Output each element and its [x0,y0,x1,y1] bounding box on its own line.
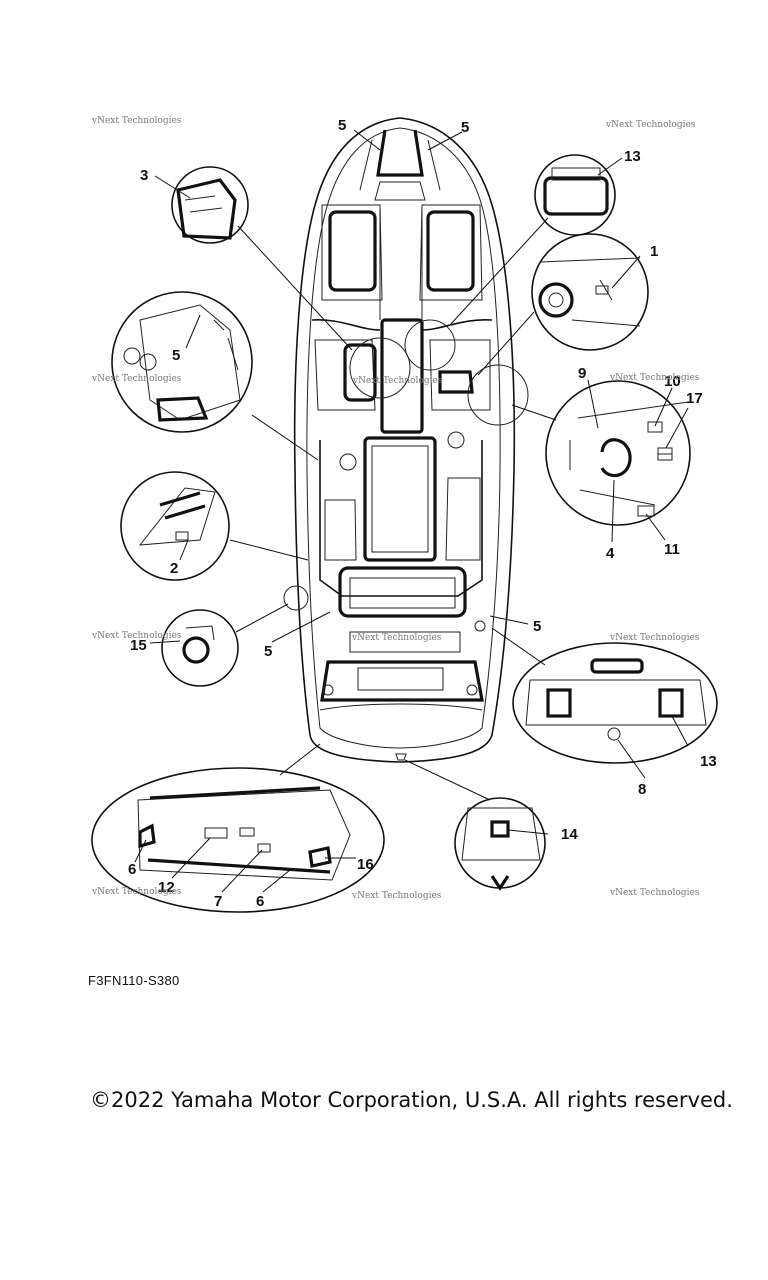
callout-6-right: 6 [256,893,264,910]
callout-5-rear-left: 5 [264,643,272,660]
callout-11: 11 [664,541,680,558]
boat-hull [283,117,529,763]
callout-8: 8 [638,781,646,798]
callouts: 1 2 3 4 5 5 5 5 5 6 6 7 8 9 10 11 12 13 … [128,117,717,910]
detail-view-4-9-10-11-17 [545,380,691,526]
callout-4: 4 [606,545,615,562]
callout-12: 12 [158,879,175,896]
callout-2: 2 [170,560,178,577]
callout-14: 14 [561,826,578,843]
callout-3: 3 [140,167,148,184]
callout-5-console: 5 [172,347,180,364]
detail-view-15 [161,609,239,687]
watermark: vNext Technologies [91,374,182,384]
callout-16: 16 [357,856,374,873]
callout-5-rear-right: 5 [533,618,541,635]
watermark: vNext Technologies [91,887,182,897]
watermark: vNext Technologies [91,631,182,641]
callout-17: 17 [686,390,703,407]
watermark: vNext Technologies [609,633,700,643]
callout-1: 1 [650,243,658,260]
detail-view-3 [171,166,249,244]
watermark: vNext Technologies [351,633,442,643]
detail-view-13-top [534,154,616,236]
detail-view-1 [531,233,649,351]
watermark: vNext Technologies [609,373,700,383]
watermark: vNext Technologies [351,891,442,901]
figure-code: F3FN110-S380 [88,973,180,988]
detail-view-2 [120,471,230,581]
watermarks: vNext Technologies vNext Technologies vN… [91,116,700,901]
watermark: vNext Technologies [609,888,700,898]
callout-13-rear: 13 [700,753,717,770]
watermark: vNext Technologies [91,116,182,126]
detail-view-5-console [111,291,253,433]
detail-view-13-8-rear [512,642,718,764]
callout-5-bow-right: 5 [461,119,469,136]
callout-15: 15 [130,637,147,654]
detail-view-14 [454,797,546,891]
callout-6-left: 6 [128,861,136,878]
copyright-notice: ©2022 Yamaha Motor Corporation, U.S.A. A… [90,1088,733,1112]
watermark: vNext Technologies [352,376,443,386]
watermark: vNext Technologies [605,120,696,130]
callout-10: 10 [664,373,681,390]
callout-9: 9 [578,365,586,382]
callout-13-top: 13 [624,148,641,165]
leader-lines [134,129,689,893]
callout-5-bow-left: 5 [338,117,346,134]
callout-7: 7 [214,893,222,910]
